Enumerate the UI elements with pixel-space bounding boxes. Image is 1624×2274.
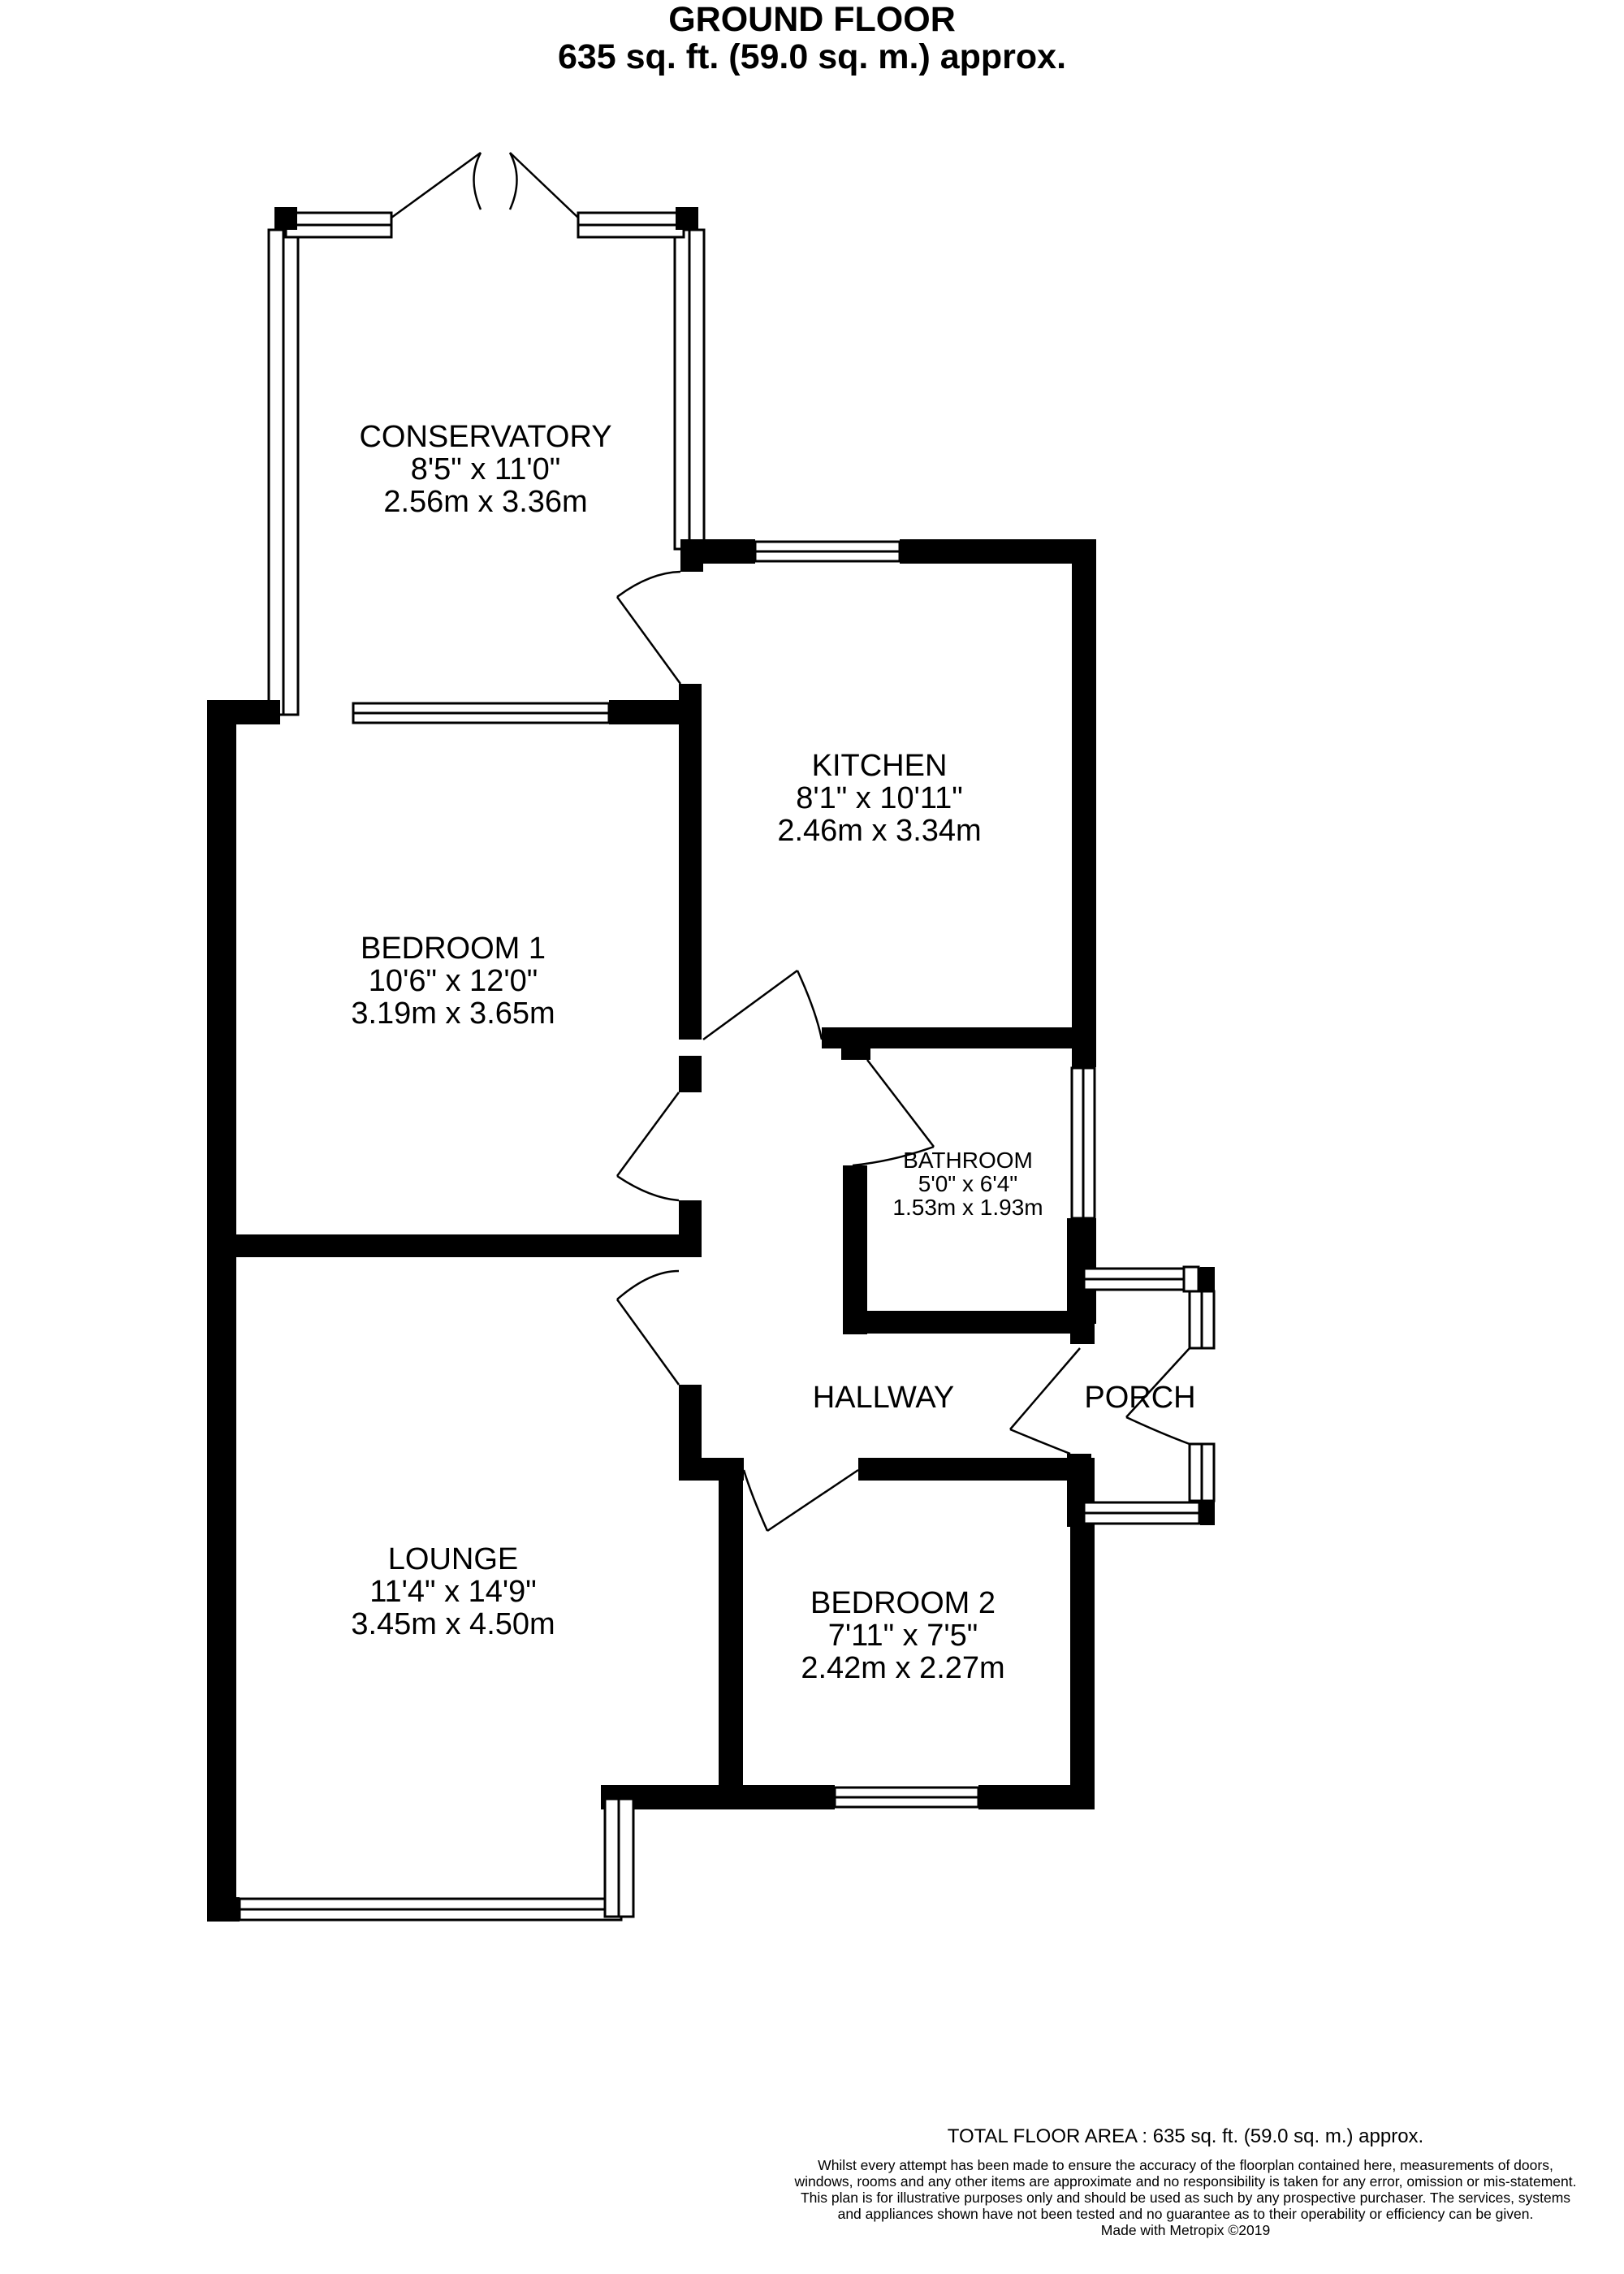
- room-bathroom: BATHROOM 5'0" x 6'4" 1.53m x 1.93m: [892, 1148, 1043, 1220]
- windows: [238, 540, 1216, 1922]
- doors: [615, 570, 1190, 1533]
- kitchen-imperial: 8'1" x 10'11": [796, 781, 963, 815]
- walls: [207, 539, 1096, 1922]
- conservatory-french-doors: [391, 151, 579, 219]
- bedroom-1-imperial: 10'6" x 12'0": [369, 964, 538, 998]
- footer: TOTAL FLOOR AREA : 635 sq. ft. (59.0 sq.…: [788, 2125, 1583, 2238]
- room-kitchen: KITCHEN 8'1" x 10'11" 2.46m x 3.34m: [777, 749, 981, 848]
- bathroom-metric: 1.53m x 1.93m: [892, 1195, 1043, 1220]
- room-hallway: HALLWAY: [813, 1381, 955, 1415]
- lounge-name: LOUNGE: [388, 1542, 518, 1576]
- kitchen-metric: 2.46m x 3.34m: [777, 814, 981, 848]
- porch-name: PORCH: [1084, 1381, 1195, 1415]
- bathroom-name: BATHROOM: [903, 1148, 1033, 1173]
- floor-title: GROUND FLOOR: [668, 0, 956, 39]
- conservatory-glazing: [267, 207, 706, 716]
- room-bedroom-2: BEDROOM 2 7'11" x 7'5" 2.42m x 2.27m: [801, 1586, 1004, 1685]
- bedroom-1-name: BEDROOM 1: [361, 932, 546, 966]
- disclaimer: Whilst every attempt has been made to en…: [794, 2157, 1577, 2222]
- bedroom-2-name: BEDROOM 2: [810, 1586, 996, 1620]
- bedroom-2-metric: 2.42m x 2.27m: [801, 1651, 1004, 1685]
- lounge-metric: 3.45m x 4.50m: [351, 1607, 555, 1641]
- room-porch: PORCH: [1084, 1381, 1195, 1415]
- conservatory-name: CONSERVATORY: [359, 420, 611, 454]
- conservatory-imperial: 8'5" x 11'0": [411, 452, 560, 486]
- bedroom-2-imperial: 7'11" x 7'5": [828, 1619, 978, 1653]
- kitchen-name: KITCHEN: [812, 749, 948, 783]
- lounge-imperial: 11'4" x 14'9": [369, 1575, 537, 1609]
- total-floor-area: TOTAL FLOOR AREA : 635 sq. ft. (59.0 sq.…: [947, 2125, 1424, 2147]
- room-lounge: LOUNGE 11'4" x 14'9" 3.45m x 4.50m: [351, 1542, 555, 1641]
- room-conservatory: CONSERVATORY 8'5" x 11'0" 2.56m x 3.36m: [359, 420, 611, 519]
- conservatory-metric: 2.56m x 3.36m: [383, 485, 587, 519]
- bathroom-imperial: 5'0" x 6'4": [918, 1171, 1017, 1196]
- hallway-name: HALLWAY: [813, 1381, 955, 1415]
- bedroom-1-metric: 3.19m x 3.65m: [351, 996, 555, 1031]
- floor-area: 635 sq. ft. (59.0 sq. m.) approx.: [557, 37, 1067, 76]
- floor-plan: CONSERVATORY 8'5" x 11'0" 2.56m x 3.36m …: [207, 151, 1216, 1922]
- room-bedroom-1: BEDROOM 1 10'6" x 12'0" 3.19m x 3.65m: [351, 932, 555, 1031]
- made-with-credit: Made with Metropix ©2019: [1100, 2222, 1271, 2238]
